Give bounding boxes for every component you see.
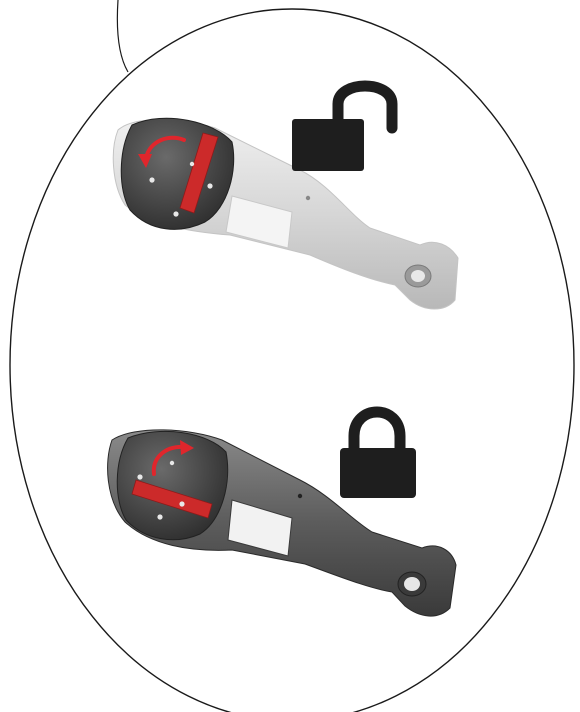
arm-pin-locked — [298, 494, 302, 498]
padlock-open-icon — [292, 86, 392, 171]
callout-leader-line — [117, 0, 128, 72]
padlock-closed-icon — [340, 412, 416, 498]
arm-eyehole-inner-locked — [404, 577, 420, 591]
arm-eyehole-inner-unlocked — [411, 270, 425, 282]
unlocked-state-group — [113, 118, 458, 309]
disc-pin-4-unlocked — [190, 162, 194, 166]
arm-pin-unlocked — [306, 196, 310, 200]
disc-pin-3-locked — [157, 514, 162, 519]
disc-pin-2-unlocked — [207, 183, 212, 188]
disc-pin-3-unlocked — [173, 211, 178, 216]
disc-pin-1-unlocked — [149, 177, 154, 182]
disc-pin-2-locked — [179, 501, 184, 506]
disc-pin-1-locked — [137, 474, 142, 479]
detail-ellipse — [10, 9, 574, 712]
disc-pin-4-locked — [170, 461, 174, 465]
